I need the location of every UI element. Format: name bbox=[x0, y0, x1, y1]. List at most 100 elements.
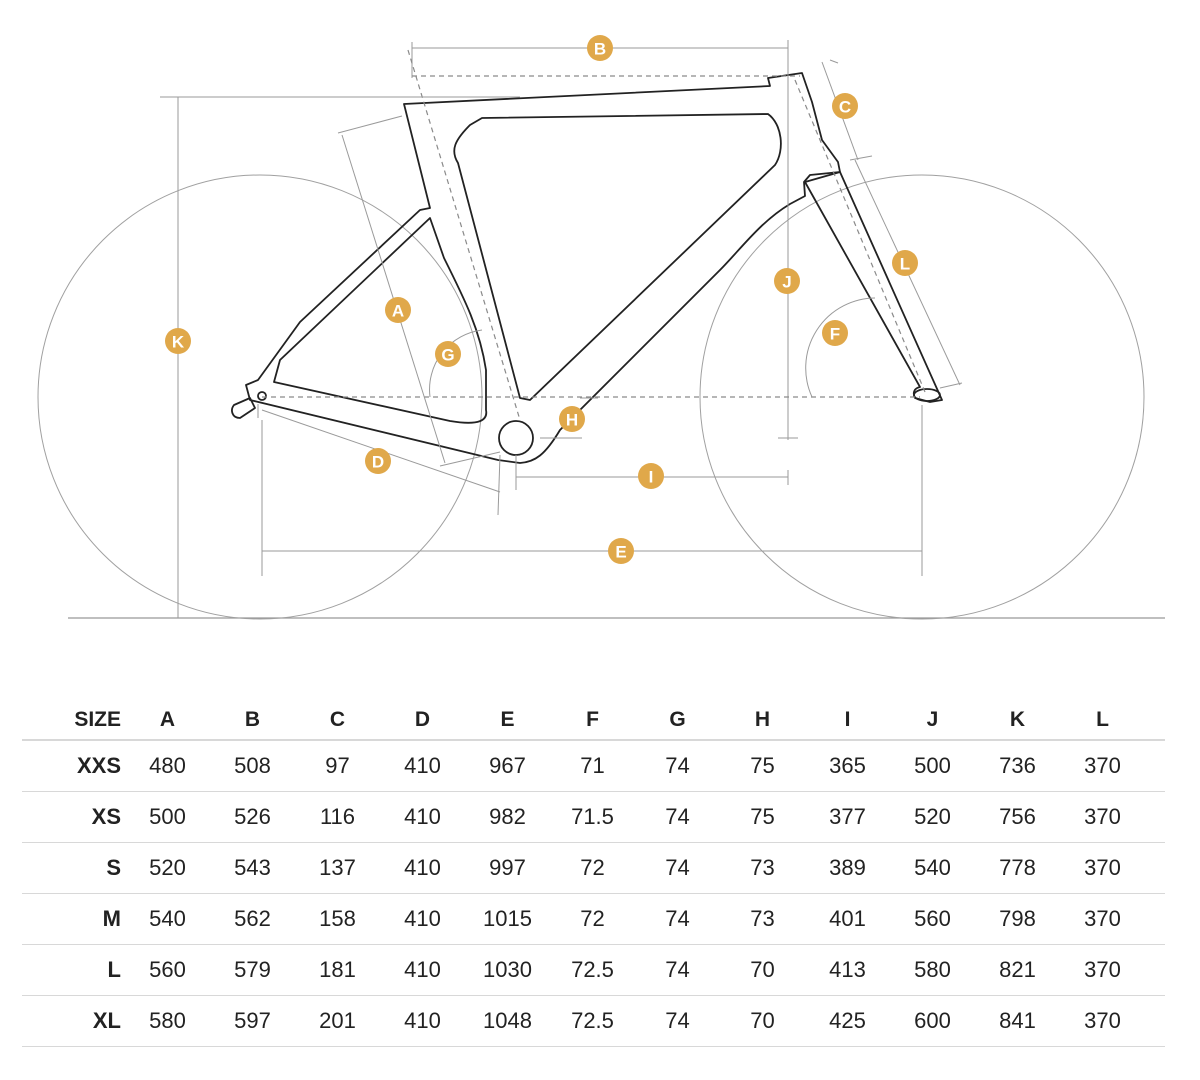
table-cell: 841 bbox=[975, 995, 1060, 1047]
column-header-c: C bbox=[295, 700, 380, 741]
label-c: C bbox=[832, 93, 858, 119]
svg-text:B: B bbox=[594, 40, 606, 59]
label-l: L bbox=[892, 250, 918, 276]
column-header-f: F bbox=[550, 700, 635, 741]
table-cell: 71 bbox=[550, 740, 635, 792]
size-label: L bbox=[22, 944, 125, 996]
table-cell: 72 bbox=[550, 893, 635, 945]
table-cell: 520 bbox=[125, 842, 210, 894]
table-cell: 1015 bbox=[465, 893, 550, 945]
table-cell: 520 bbox=[890, 791, 975, 843]
label-a: A bbox=[385, 297, 411, 323]
table-cell: 982 bbox=[465, 791, 550, 843]
column-header-l: L bbox=[1060, 700, 1145, 741]
svg-text:C: C bbox=[839, 98, 851, 117]
table-cell: 74 bbox=[635, 842, 720, 894]
bike-frame bbox=[231, 72, 943, 464]
svg-text:A: A bbox=[392, 302, 404, 321]
label-h: H bbox=[559, 406, 585, 432]
size-label: XS bbox=[22, 791, 125, 843]
table-cell: 410 bbox=[380, 842, 465, 894]
table-cell: 508 bbox=[210, 740, 295, 792]
label-j: J bbox=[774, 268, 800, 294]
svg-text:J: J bbox=[782, 273, 791, 292]
table-cell: 137 bbox=[295, 842, 380, 894]
table-cell: 410 bbox=[380, 740, 465, 792]
bike-geometry-diagram: B C L J F A G K H I D E bbox=[37, 35, 1165, 620]
table-cell: 579 bbox=[210, 944, 295, 996]
table-cell: 600 bbox=[890, 995, 975, 1047]
table-cell: 73 bbox=[720, 893, 805, 945]
size-label: M bbox=[22, 893, 125, 945]
table-cell: 410 bbox=[380, 791, 465, 843]
table-cell: 370 bbox=[1060, 893, 1145, 945]
table-cell: 562 bbox=[210, 893, 295, 945]
column-header-i: I bbox=[805, 700, 890, 741]
table-cell: 158 bbox=[295, 893, 380, 945]
size-label: S bbox=[22, 842, 125, 894]
table-cell: 74 bbox=[635, 893, 720, 945]
table-cell: 597 bbox=[210, 995, 295, 1047]
table-cell: 560 bbox=[125, 944, 210, 996]
table-cell: 540 bbox=[890, 842, 975, 894]
table-cell: 70 bbox=[720, 995, 805, 1047]
front-wheel bbox=[699, 174, 1145, 620]
table-cell: 370 bbox=[1060, 842, 1145, 894]
table-cell: 480 bbox=[125, 740, 210, 792]
table-cell: 580 bbox=[125, 995, 210, 1047]
table-cell: 526 bbox=[210, 791, 295, 843]
table-cell: 181 bbox=[295, 944, 380, 996]
table-cell: 370 bbox=[1060, 995, 1145, 1047]
label-d: D bbox=[365, 448, 391, 474]
table-cell: 413 bbox=[805, 944, 890, 996]
label-i: I bbox=[638, 463, 664, 489]
table-cell: 798 bbox=[975, 893, 1060, 945]
column-header-size: SIZE bbox=[22, 700, 125, 741]
table-cell: 756 bbox=[975, 791, 1060, 843]
size-label: XL bbox=[22, 995, 125, 1047]
table-cell: 543 bbox=[210, 842, 295, 894]
column-header-e: E bbox=[465, 700, 550, 741]
table-cell: 389 bbox=[805, 842, 890, 894]
column-header-k: K bbox=[975, 700, 1060, 741]
table-cell: 410 bbox=[380, 995, 465, 1047]
column-header-g: G bbox=[635, 700, 720, 741]
table-cell: 1030 bbox=[465, 944, 550, 996]
label-f: F bbox=[822, 320, 848, 346]
table-cell: 73 bbox=[720, 842, 805, 894]
table-cell: 410 bbox=[380, 893, 465, 945]
table-cell: 74 bbox=[635, 740, 720, 792]
table-cell: 967 bbox=[465, 740, 550, 792]
size-label: XXS bbox=[22, 740, 125, 792]
table-cell: 71.5 bbox=[550, 791, 635, 843]
svg-text:G: G bbox=[441, 346, 454, 365]
table-cell: 500 bbox=[890, 740, 975, 792]
table-cell: 365 bbox=[805, 740, 890, 792]
table-cell: 74 bbox=[635, 995, 720, 1047]
svg-text:H: H bbox=[566, 411, 578, 430]
column-header-j: J bbox=[890, 700, 975, 741]
table-cell: 72.5 bbox=[550, 995, 635, 1047]
column-header-b: B bbox=[210, 700, 295, 741]
svg-text:E: E bbox=[615, 543, 626, 562]
label-g: G bbox=[435, 341, 461, 367]
table-cell: 500 bbox=[125, 791, 210, 843]
svg-text:K: K bbox=[172, 333, 185, 352]
table-cell: 75 bbox=[720, 791, 805, 843]
table-cell: 821 bbox=[975, 944, 1060, 996]
table-cell: 778 bbox=[975, 842, 1060, 894]
svg-text:I: I bbox=[649, 468, 654, 487]
table-cell: 97 bbox=[295, 740, 380, 792]
column-header-a: A bbox=[125, 700, 210, 741]
table-cell: 72 bbox=[550, 842, 635, 894]
table-cell: 370 bbox=[1060, 791, 1145, 843]
label-k: K bbox=[165, 328, 191, 354]
svg-text:F: F bbox=[830, 325, 840, 344]
table-cell: 201 bbox=[295, 995, 380, 1047]
table-cell: 997 bbox=[465, 842, 550, 894]
